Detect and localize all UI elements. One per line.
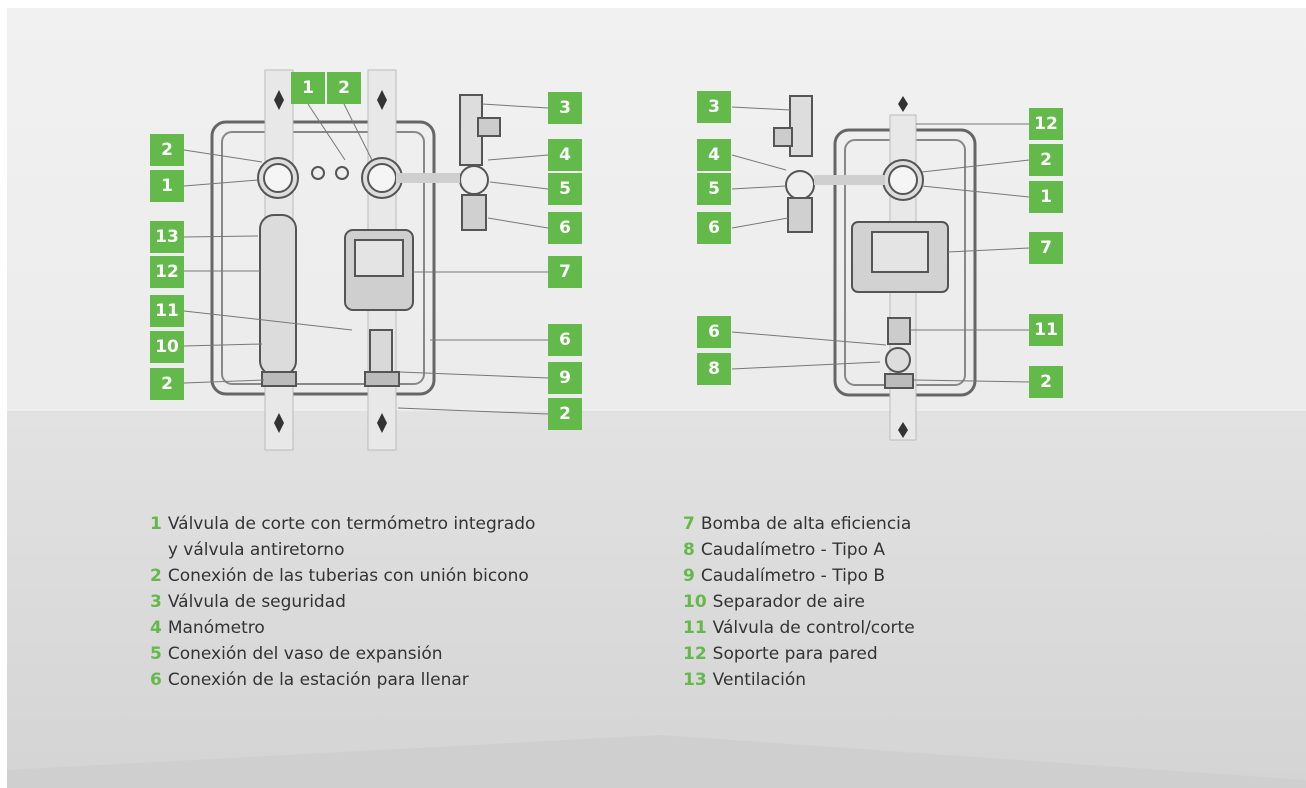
legend-number: 8 [683,540,695,560]
legend-number: 4 [150,618,162,638]
label-tag: 6 [548,324,582,356]
legend-text: Válvula de control/corte [712,618,915,638]
label-tag: 10 [150,331,184,363]
legend-text: Conexión de la estación para llenar [167,670,469,690]
label-tag: 2 [150,134,184,166]
label-tag: 8 [697,353,731,385]
label-tag: 1 [150,170,184,202]
legend-text: Conexión de las tuberias con unión bicon… [167,566,529,586]
label-tag: 4 [697,139,731,171]
label-tag: 2 [150,368,184,400]
legend-number: 5 [150,644,162,664]
label-tag: 7 [548,256,582,288]
label-tag: 13 [150,221,184,253]
legend-text: Caudalímetro - Tipo B [700,566,886,586]
label-tag: 2 [327,72,361,104]
legend-text: Manómetro [167,618,265,638]
legend-text: Válvula de corte con termómetro integrad… [167,514,536,560]
legend-text: Bomba de alta eficiencia [700,514,912,534]
label-tag: 2 [1029,366,1063,398]
label-tag: 7 [1029,232,1063,264]
legend-number: 9 [683,566,695,586]
legend-number: 6 [150,670,162,690]
right-station-drawing [731,95,1030,441]
label-tag: 5 [697,173,731,205]
legend-text: Ventilación [712,670,806,690]
legend-number: 3 [150,592,162,612]
legend-number: 11 [683,618,707,638]
label-tag: 1 [291,72,325,104]
legend-number: 12 [683,644,707,664]
legend-number: 13 [683,670,707,690]
label-tag: 1 [1029,181,1063,213]
label-tag: 9 [548,362,582,394]
label-tag: 6 [697,316,731,348]
legend-text: Válvula de seguridad [167,592,346,612]
label-tag: 4 [548,139,582,171]
label-tag: 11 [1029,314,1063,346]
left-station-drawing [183,69,549,451]
label-tag: 11 [150,295,184,327]
label-tag: 6 [548,212,582,244]
label-tag: 12 [150,256,184,288]
legend-text: Conexión del vaso de expansión [167,644,443,664]
label-tag: 6 [697,212,731,244]
label-tag: 2 [1029,144,1063,176]
label-tag: 2 [548,398,582,430]
legend-text: Soporte para pared [712,644,878,664]
label-tag: 12 [1029,108,1063,140]
label-tag: 3 [548,92,582,124]
legend-text: Caudalímetro - Tipo A [700,540,886,560]
label-tag: 5 [548,173,582,205]
legend-number: 10 [683,592,707,612]
legend-number: 2 [150,566,162,586]
legend-text: Separador de aire [712,592,865,612]
legend-number: 7 [683,514,695,534]
legend-number: 1 [150,514,162,534]
label-tag: 3 [697,91,731,123]
